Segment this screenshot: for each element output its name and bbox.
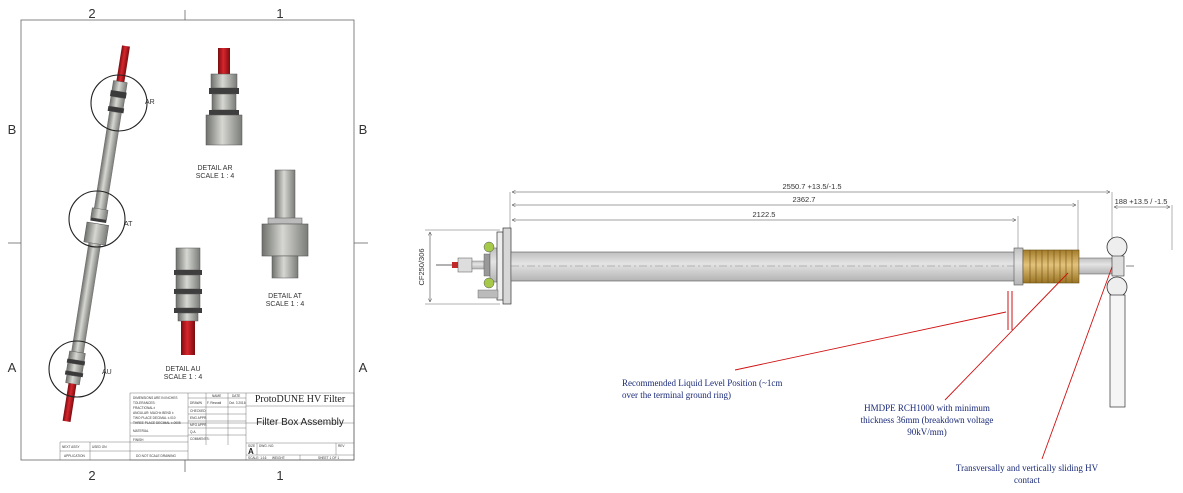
detail-circle-au	[48, 340, 106, 398]
tb-size-value: A	[248, 447, 254, 456]
detail-at-caption: DETAIL AT	[268, 293, 302, 300]
tb-used-on: USED ON	[92, 445, 107, 449]
detail-circle-at	[68, 190, 126, 248]
detail-au-scale: SCALE 1 : 4	[164, 374, 203, 381]
dimension-cf-flange: CF250/306	[417, 248, 426, 285]
tb-do-not-scale: DO NOT SCALE DRAWING	[136, 454, 176, 458]
note-liquid-level-line1: Recommended Liquid Level Position (~1cm	[622, 378, 782, 388]
leader-liquid-level	[734, 311, 1007, 371]
tb-comments-row: COMMENTS:	[190, 437, 210, 441]
dimension-188: 188 +13.5 / -1.5	[1115, 197, 1168, 206]
leader-hmdpe	[944, 272, 1069, 401]
zone-right-b: B	[359, 122, 368, 137]
dimension-2550: 2550.7 +13.5/-1.5	[782, 182, 841, 191]
detail-ar-scale: SCALE 1 : 4	[196, 173, 235, 180]
detail-at-view: DETAIL AT SCALE 1 : 4	[261, 169, 309, 308]
tb-drawn-date: Oct. 3 2016	[229, 401, 246, 405]
note-hv-contact-line2: contact	[1014, 475, 1040, 485]
leader-hv-contact	[1041, 266, 1113, 460]
detail-callout-ar: AR	[145, 99, 155, 106]
tb-date-col: DATE	[232, 394, 240, 398]
tb-mfg-appr-row: MFG APPR.	[190, 423, 207, 427]
note-hmdpe-line2: thickness 36mm (breakdown voltage	[861, 415, 994, 425]
tb-application: APPLICATION	[64, 454, 86, 458]
tb-weight-label: WEIGHT:	[272, 456, 285, 460]
tb-size-label: SIZE	[248, 444, 255, 448]
tb-note-tolerances: TOLERANCES:	[133, 401, 156, 405]
tb-note-angular: ANGULAR: MACH± BEND ±	[133, 411, 174, 415]
tb-dwg-no-label: DWG. NO.	[259, 444, 274, 448]
zone-bottom-1: 1	[276, 468, 283, 483]
detail-callout-at: AT	[124, 221, 133, 228]
dimension-2362: 2362.7	[793, 195, 816, 204]
tb-rev-label: REV	[338, 444, 345, 448]
tb-note-dims: DIMENSIONS ARE IN INCHES	[133, 396, 177, 400]
tb-sheet-label: SHEET 1 OF 1	[318, 456, 339, 460]
drawing-sheet: 2 1 2 1 B A B A	[8, 6, 368, 483]
tb-eng-appr-row: ENG APPR.	[190, 416, 207, 420]
zone-left-a: A	[8, 360, 17, 375]
detail-circle-ar	[90, 74, 148, 132]
detail-au-caption: DETAIL AU	[165, 366, 200, 373]
feedthrough-body	[436, 227, 1134, 408]
main-assembly-view: AR AT AU	[48, 45, 155, 422]
note-hv-contact-line1: Transversally and vertically sliding HV	[956, 463, 1099, 473]
tb-next-assy: NEXT ASSY	[62, 445, 81, 449]
tb-drawn-row: DRAWN	[190, 401, 203, 405]
detail-callout-au: AU	[102, 369, 112, 376]
insulator-hmdpe	[1022, 249, 1080, 284]
zone-bottom-2: 2	[88, 468, 95, 483]
tb-scale-label: SCALE: 1:16	[248, 456, 267, 460]
tb-name-col: NAME	[212, 394, 221, 398]
title-block	[59, 392, 355, 461]
note-liquid-level-line2: over the terminal ground ring)	[622, 390, 731, 400]
tb-checked-row: CHECKED	[190, 409, 206, 413]
detail-at-scale: SCALE 1 : 4	[266, 301, 305, 308]
zone-left-b: B	[8, 122, 17, 137]
detail-ar-view: DETAIL AR SCALE 1 : 4	[196, 48, 243, 180]
tb-qa-row: Q.A.	[190, 430, 196, 434]
zone-top-2: 2	[88, 6, 95, 21]
zone-top-1: 1	[276, 6, 283, 21]
note-hmdpe-line1: HMDPE RCH1000 with minimum	[864, 403, 990, 413]
tb-finish-label: FINISH	[133, 438, 144, 442]
tb-project-name: ProtoDUNE HV Filter	[255, 394, 346, 405]
detail-au-view: DETAIL AU SCALE 1 : 4	[164, 247, 203, 381]
dimension-2122: 2122.5	[753, 210, 776, 219]
tb-drawn-name: F. Resnati	[207, 401, 221, 405]
tb-note-three-place: THREE PLACE DECIMAL ±.0005	[133, 421, 181, 425]
detail-ar-caption: DETAIL AR	[197, 165, 232, 172]
annotated-drawing: 2550.7 +13.5/-1.5 2362.7 2122.5 188 +13.…	[417, 182, 1173, 485]
note-hmdpe-line3: 90kV/mm)	[907, 427, 947, 437]
tb-drawing-title: Filter Box Assembly	[256, 417, 344, 428]
tb-note-two-place: TWO PLACE DECIMAL ±.010	[133, 416, 176, 420]
zone-right-a: A	[359, 360, 368, 375]
tb-note-fractional: FRACTIONAL±	[133, 406, 155, 410]
tb-material-label: MATERIAL	[133, 429, 149, 433]
